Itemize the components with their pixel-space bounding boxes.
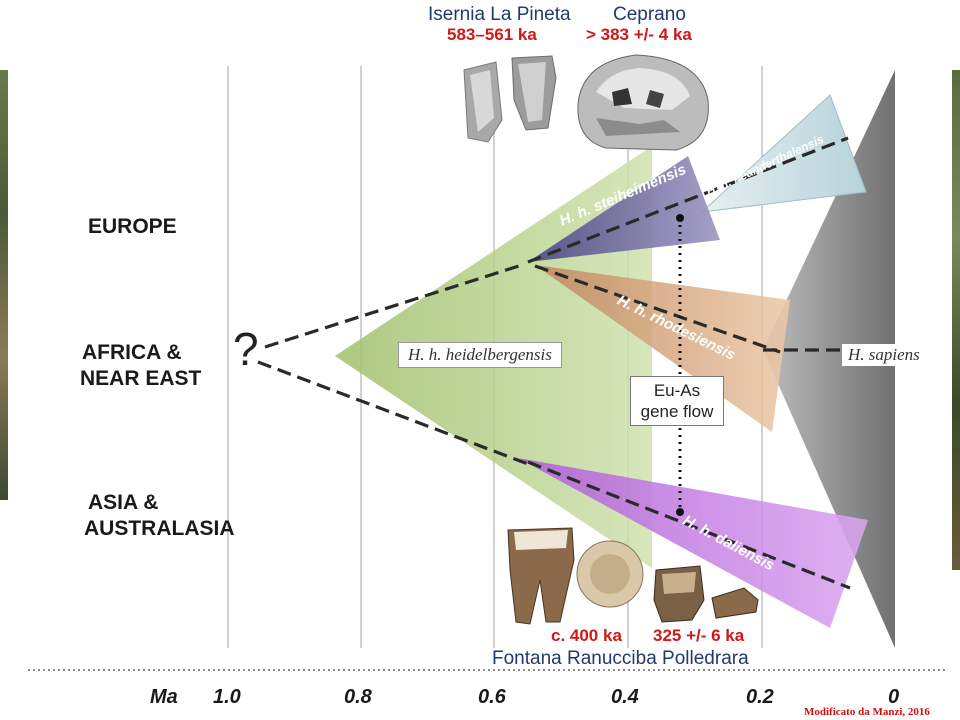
sapiens-wedge: [763, 70, 895, 648]
axis-tick-1.0: 1.0: [213, 686, 241, 708]
site-names-bottom: Fontana Ranucciba Polledrara: [492, 648, 749, 669]
fontana-crown-photo: [576, 540, 644, 608]
right-edge-photo-strip: [952, 70, 960, 570]
axis-unit-label: Ma: [150, 686, 178, 708]
steiheimensis-wedge: [528, 156, 720, 262]
gene-flow-box: Eu-As gene flow: [630, 376, 724, 426]
lineage-dashes: [257, 136, 883, 590]
site-name-isernia: Isernia La Pineta: [428, 4, 571, 25]
polledrara-teeth-photo: [653, 565, 759, 623]
date-polledrara: 325 +/- 6 ka: [653, 626, 745, 645]
axis-tick-0.2: 0.2: [746, 686, 774, 708]
region-label-asia: ASIA & AUSTRALASIA: [84, 491, 235, 540]
axis-tick-0.8: 0.8: [344, 686, 372, 708]
isernia-teeth-photo: [463, 55, 557, 143]
taxon-label-heidelbergensis: H. h. heidelbergensis: [398, 342, 562, 368]
source-credit: Modificato da Manzi, 2016: [804, 706, 930, 718]
date-isernia: 583–561 ka: [447, 25, 537, 44]
region-label-europe: EUROPE: [88, 215, 177, 238]
fontana-tooth-photo: [507, 527, 575, 625]
axis-tick-0.6: 0.6: [478, 686, 506, 708]
date-ceprano: > 383 +/- 4 ka: [586, 25, 692, 44]
left-edge-photo-strip: [0, 70, 8, 500]
unknown-origin-mark: ?: [233, 323, 259, 375]
site-name-ceprano: Ceprano: [613, 4, 686, 25]
region-label-africa: AFRICA & NEAR EAST: [80, 341, 202, 390]
taxon-label-sapiens: H. sapiens: [842, 344, 926, 366]
ceprano-skull-photo: [577, 54, 709, 151]
neanderthalensis-wedge: [700, 94, 867, 213]
gene-flow-connector: [676, 214, 684, 516]
axis-tick-0.4: 0.4: [611, 686, 639, 708]
daliensis-wedge: [518, 458, 868, 628]
date-fontana: c. 400 ka: [551, 626, 622, 645]
rhodesiensis-wedge: [535, 265, 790, 432]
axis-tick-0: 0: [888, 686, 900, 708]
